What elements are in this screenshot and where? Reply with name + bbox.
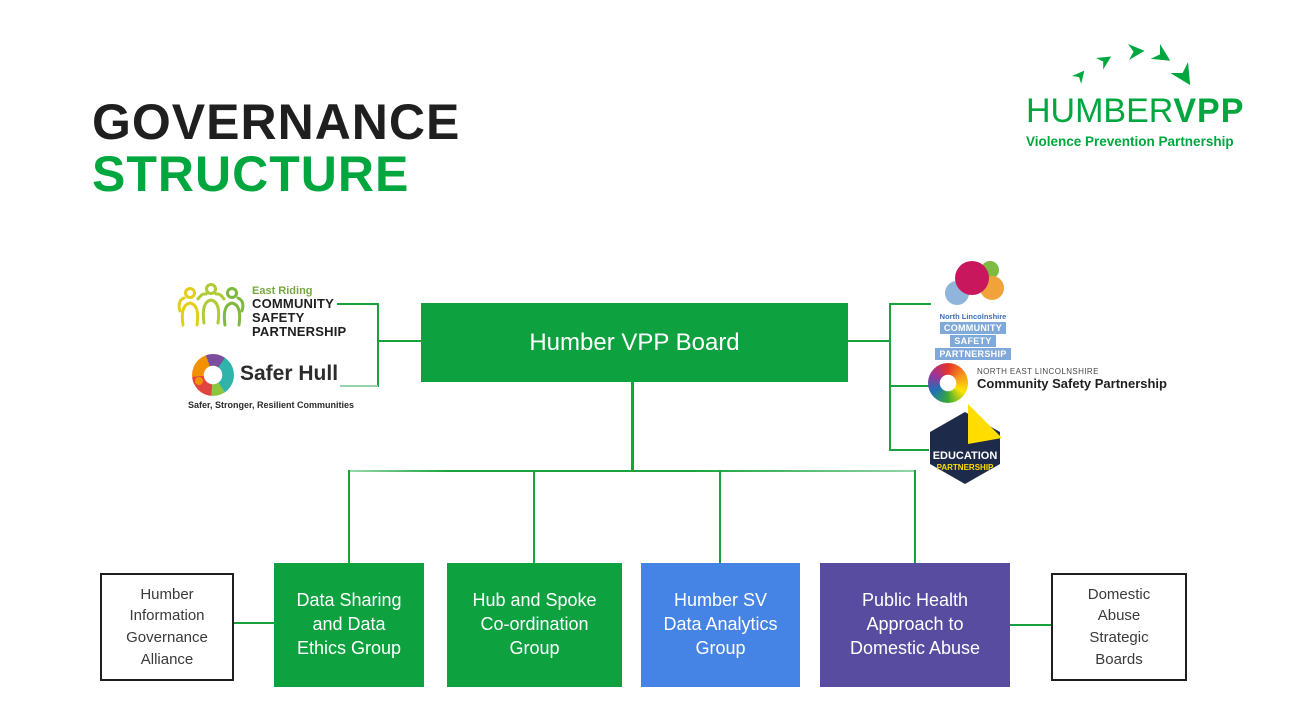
brand-wordmark-humber: HUMBER	[1026, 92, 1174, 130]
north-lincolnshire-region: North Lincolnshire	[939, 312, 1007, 321]
safer-hull-name: Safer Hull	[240, 362, 339, 385]
humber-information-governance-alliance-box: Humber Information Governance Alliance	[100, 573, 234, 681]
line-drop-analytics	[719, 470, 721, 563]
education-partnership-logo: EDUCATION PARTNERSHIP	[924, 402, 1006, 493]
education-line2: PARTNERSHIP	[937, 463, 994, 472]
page-title: GOVERNANCE STRUCTURE	[92, 96, 460, 200]
east-riding-region: East Riding	[252, 285, 313, 297]
north-east-lincolnshire-name: Community Safety Partnership	[977, 376, 1167, 391]
line-dasb-link	[1010, 624, 1051, 626]
line-board-right	[848, 340, 890, 342]
line-left-bracket	[377, 303, 379, 387]
line-right-bracket	[889, 303, 891, 451]
line-stub-education	[889, 449, 929, 451]
data-sharing-ethics-group-box: Data Sharing and Data Ethics Group	[274, 563, 424, 687]
arrow-arc-icon	[1072, 44, 1191, 86]
east-riding-text: East Riding COMMUNITY SAFETY PARTNERSHIP	[252, 285, 346, 339]
brand-tagline: Violence Prevention Partnership	[1026, 134, 1234, 149]
brand-wordmark: HUMBERVPP	[1026, 92, 1244, 131]
title-governance: GOVERNANCE	[92, 94, 461, 150]
hexagon-arrow-icon: EDUCATION PARTNERSHIP	[930, 404, 1002, 484]
title-structure: STRUCTURE	[92, 146, 410, 202]
public-health-domestic-abuse-box: Public Health Approach to Domestic Abuse	[820, 563, 1010, 687]
north-lincolnshire-csp-logo: North Lincolnshire COMMUNITY SAFETY PART…	[931, 256, 1015, 360]
line-stub-ne-lincs	[889, 385, 933, 387]
safer-hull-tagline: Safer, Stronger, Resilient Communities	[188, 400, 355, 410]
humber-sv-data-analytics-group-box: Humber SV Data Analytics Group	[641, 563, 800, 687]
line-drop-data-sharing	[348, 470, 350, 563]
education-line1: EDUCATION	[933, 450, 998, 462]
line-higa-link	[230, 622, 274, 624]
north-east-lincolnshire-text: NORTH EAST LINCOLNSHIRE Community Safety…	[977, 367, 1167, 391]
north-lincolnshire-bar-partnership: PARTNERSHIP	[935, 348, 1011, 360]
domestic-abuse-strategic-boards-box: Domestic Abuse Strategic Boards	[1051, 573, 1187, 681]
rainbow-people-icon	[928, 363, 968, 403]
line-drop-public-health	[914, 470, 916, 563]
line-distribution	[348, 470, 916, 472]
line-board-down	[631, 382, 634, 471]
hub-and-spoke-coordination-group-box: Hub and Spoke Co-ordination Group	[447, 563, 622, 687]
line-drop-hub-spoke	[533, 470, 535, 563]
brand-wordmark-vpp: VPP	[1173, 92, 1245, 130]
north-lincolnshire-bar-community: COMMUNITY	[939, 322, 1007, 334]
east-riding-org-name: COMMUNITY SAFETY PARTNERSHIP	[252, 296, 347, 339]
humber-vpp-board-box: Humber VPP Board	[421, 303, 848, 382]
line-stub-north-lincs	[889, 303, 931, 305]
bubbles-icon	[945, 261, 1004, 305]
people-icon	[177, 283, 245, 327]
north-east-lincolnshire-region: NORTH EAST LINCOLNSHIRE	[977, 367, 1099, 376]
north-lincolnshire-bar-safety: SAFETY	[950, 335, 996, 347]
swirl-icon	[192, 354, 234, 396]
east-riding-csp-logo: East Riding COMMUNITY SAFETY PARTNERSHIP	[176, 281, 346, 339]
line-stub-safer-hull	[340, 385, 378, 387]
line-stub-east-riding	[337, 303, 378, 305]
line-board-left	[378, 340, 421, 342]
